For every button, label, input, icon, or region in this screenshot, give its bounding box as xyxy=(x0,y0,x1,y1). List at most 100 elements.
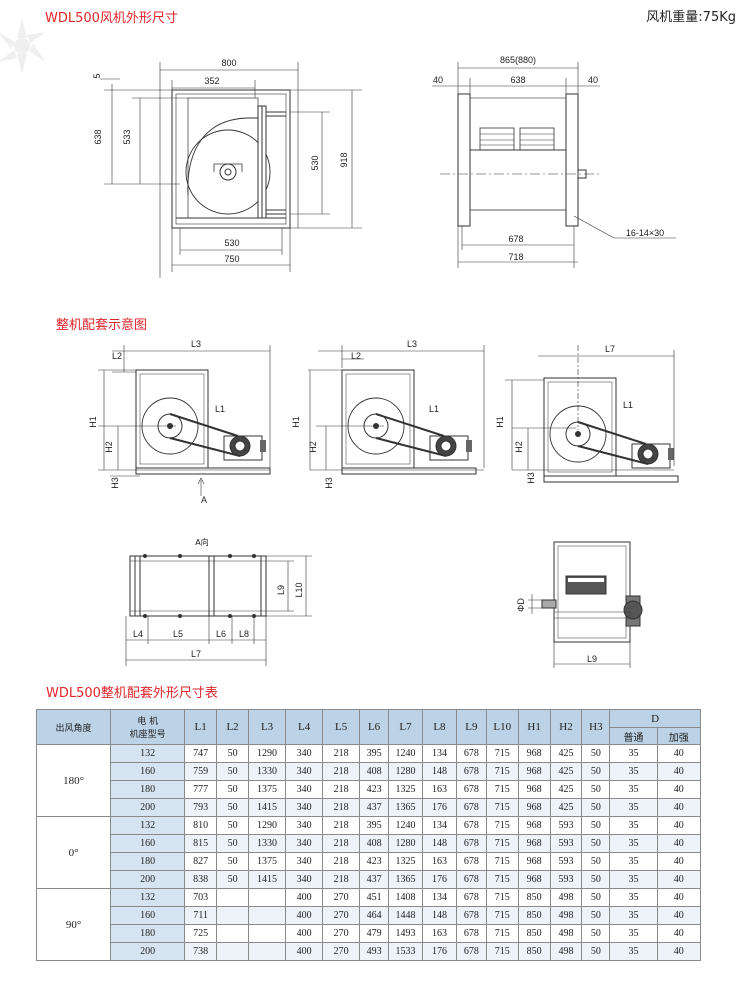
dimension-cell: 50 xyxy=(581,870,611,889)
dimension-cell: 218 xyxy=(322,852,361,871)
dimension-cell: 35 xyxy=(609,762,658,781)
dim-5: 5 xyxy=(92,73,102,78)
label-L10: L10 xyxy=(294,582,304,597)
dimension-cell: 340 xyxy=(285,816,324,835)
label-L6: L6 xyxy=(216,629,226,639)
dimension-cell: 40 xyxy=(656,816,702,835)
dimension-cell: 50 xyxy=(581,816,611,835)
dimension-cell: 777 xyxy=(184,780,218,799)
dimension-cell: 35 xyxy=(609,906,658,925)
assembly-diagrams: L3 L2 L1 H1 H2 H3 A L3 L2 L1 H1 H2 H3 L7… xyxy=(88,339,679,505)
dimension-cell xyxy=(216,924,250,943)
dimension-cell: 50 xyxy=(581,942,611,961)
motor-frame-cell: 180 xyxy=(110,852,186,871)
header-angle: 出风角度 xyxy=(35,709,112,745)
label-H2-b: H2 xyxy=(308,441,318,453)
dimension-cell: 35 xyxy=(609,942,658,961)
dimension-cell: 40 xyxy=(656,942,702,961)
dimension-cell: 400 xyxy=(285,906,324,925)
dimension-cell: 218 xyxy=(322,762,361,781)
table-title: WDL500整机配套外形尺寸表 xyxy=(46,686,218,701)
dimension-cell: 1330 xyxy=(248,834,287,853)
motor-frame-cell: 132 xyxy=(110,888,186,907)
label-L8: L8 xyxy=(239,629,249,639)
dimension-cell: 340 xyxy=(285,834,324,853)
dimension-cell: 678 xyxy=(455,798,487,817)
dimension-cell: 163 xyxy=(421,852,457,871)
label-H3-a: H3 xyxy=(110,477,120,489)
dimension-cell: 270 xyxy=(322,906,361,925)
dimension-cell: 163 xyxy=(421,924,457,943)
dimension-cell: 715 xyxy=(485,762,519,781)
dimension-cell: 1290 xyxy=(248,744,287,763)
dimension-cell: 850 xyxy=(517,906,551,925)
dimension-cell: 40 xyxy=(656,852,702,871)
dimension-cell: 498 xyxy=(549,906,583,925)
dimension-cell: 827 xyxy=(184,852,218,871)
label-H3-b: H3 xyxy=(324,477,334,489)
dimension-cell: 340 xyxy=(285,870,324,889)
dimension-cell: 134 xyxy=(421,888,457,907)
dimension-cell: 493 xyxy=(359,942,389,961)
label-L2-b: L2 xyxy=(351,351,361,361)
dimension-cell: 1365 xyxy=(387,798,423,817)
dim-918: 918 xyxy=(339,152,349,167)
header-L2: L2 xyxy=(216,709,250,745)
header-L10: L10 xyxy=(485,709,519,745)
dimension-cell: 1415 xyxy=(248,798,287,817)
header-motor-frame: 电 机 机座型号 xyxy=(110,709,186,745)
dim-352: 352 xyxy=(204,76,219,86)
dimension-cell: 218 xyxy=(322,816,361,835)
dimension-cell: 40 xyxy=(656,780,702,799)
plan-and-end-views: A向 L9 L10 L4 L5 L6 L8 L7 L9 ΦD xyxy=(125,537,643,668)
side-view-drawing: 865(880) 40 638 40 678 718 16-14×30 xyxy=(432,55,676,268)
dimension-cell: 176 xyxy=(421,798,457,817)
dim-678: 678 xyxy=(508,234,523,244)
dimension-cell: 968 xyxy=(517,762,551,781)
dimension-cell: 715 xyxy=(485,924,519,943)
dimension-cell: 35 xyxy=(609,834,658,853)
dimension-cell: 395 xyxy=(359,744,389,763)
dimension-cell: 50 xyxy=(216,816,250,835)
dimension-cell: 50 xyxy=(581,906,611,925)
label-H1-b: H1 xyxy=(291,416,301,428)
dimension-cell: 678 xyxy=(455,834,487,853)
label-H2-c: H2 xyxy=(514,441,524,453)
dimension-cell: 35 xyxy=(609,852,658,871)
dimension-cell: 35 xyxy=(609,924,658,943)
dimension-cell: 425 xyxy=(549,798,583,817)
dimension-cell: 678 xyxy=(455,942,487,961)
dimension-cell: 400 xyxy=(285,924,324,943)
dimension-cell: 148 xyxy=(421,906,457,925)
dimension-cell: 1240 xyxy=(387,744,423,763)
dimension-cell: 437 xyxy=(359,798,389,817)
motor-frame-cell: 200 xyxy=(110,942,186,961)
dimension-cell xyxy=(248,906,287,925)
label-D: ΦD xyxy=(516,598,526,612)
dimension-cell: 1493 xyxy=(387,924,423,943)
dimension-cell: 35 xyxy=(609,780,658,799)
dimension-cell: 1408 xyxy=(387,888,423,907)
dim-750: 750 xyxy=(224,254,239,264)
dim-40-right: 40 xyxy=(588,75,598,85)
header-L7: L7 xyxy=(387,709,423,745)
angle-cell: 0° xyxy=(35,816,112,889)
dimension-cell: 678 xyxy=(455,816,487,835)
dimension-cell: 464 xyxy=(359,906,389,925)
dimension-cell: 1325 xyxy=(387,780,423,799)
dimension-cell: 715 xyxy=(485,816,519,835)
fan-weight: 风机重量:75Kg xyxy=(646,10,736,25)
dimension-cell: 163 xyxy=(421,780,457,799)
label-L2-a: L2 xyxy=(112,351,122,361)
dimension-cell: 176 xyxy=(421,942,457,961)
dimension-cell: 738 xyxy=(184,942,218,961)
dimension-cell: 593 xyxy=(549,834,583,853)
dimension-cell: 425 xyxy=(549,762,583,781)
label-L3-b: L3 xyxy=(407,339,417,349)
dimension-cell: 40 xyxy=(656,870,702,889)
dimension-cell: 218 xyxy=(322,798,361,817)
